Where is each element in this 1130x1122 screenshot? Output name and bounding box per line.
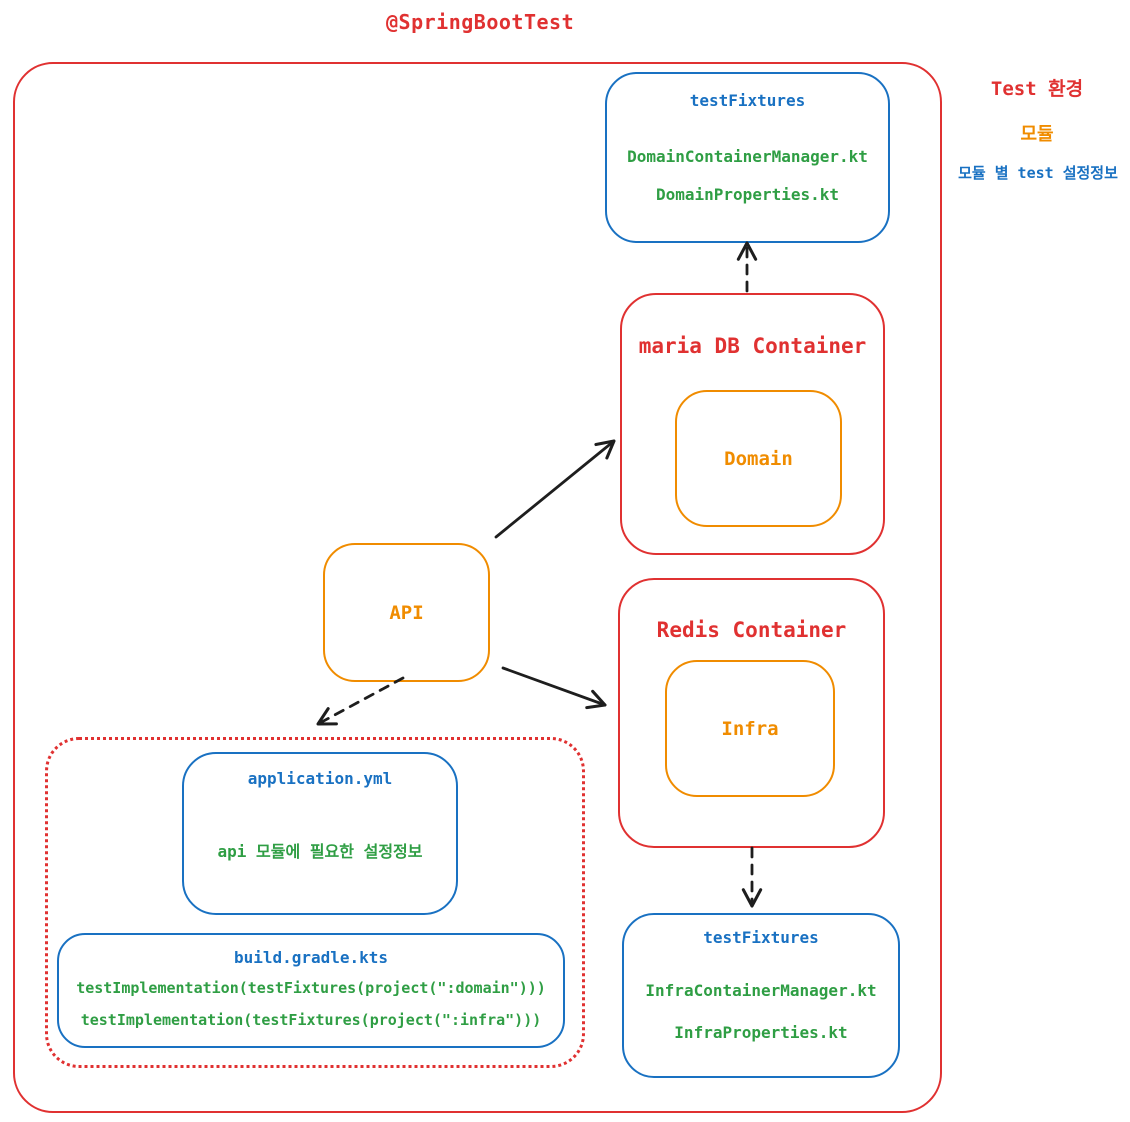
test-env-container xyxy=(13,62,942,1113)
domain-container-manager-file: DomainContainerManager.kt xyxy=(627,147,868,166)
redis-container-title: Redis Container xyxy=(656,618,847,642)
api-module-label: API xyxy=(389,601,424,624)
api-module-box: API xyxy=(323,543,490,682)
infra-testfixtures-box: testFixtures InfraContainerManager.kt In… xyxy=(622,913,900,1078)
infra-module-label: Infra xyxy=(721,717,779,740)
legend-test-config: 모듈 별 test 설정정보 xyxy=(958,164,1118,182)
application-yml-box: application.yml api 모듈에 필요한 설정정보 xyxy=(182,752,458,915)
application-yml-title: application.yml xyxy=(247,769,393,788)
redis-container-box: Redis Container Infra xyxy=(618,578,885,848)
legend-module: 모듈 xyxy=(1020,124,1054,145)
maria-db-container-box: maria DB Container Domain xyxy=(620,293,885,555)
diagram-title: @SpringBootTest xyxy=(386,10,575,34)
legend-test-env: Test 환경 xyxy=(990,78,1084,100)
domain-testfixtures-box: testFixtures DomainContainerManager.kt D… xyxy=(605,72,890,243)
domain-testfixtures-title: testFixtures xyxy=(689,91,806,110)
infra-module-box: Infra xyxy=(665,660,835,797)
gradle-dependency-domain: testImplementation(testFixtures(project(… xyxy=(76,979,546,997)
domain-properties-file: DomainProperties.kt xyxy=(655,185,840,204)
domain-module-box: Domain xyxy=(675,390,842,527)
api-config-group xyxy=(45,737,585,1068)
application-yml-desc: api 모듈에 필요한 설정정보 xyxy=(217,842,423,861)
infra-properties-file: InfraProperties.kt xyxy=(674,1023,848,1042)
infra-container-manager-file: InfraContainerManager.kt xyxy=(645,981,877,1000)
build-gradle-box: build.gradle.kts testImplementation(test… xyxy=(57,933,565,1048)
infra-testfixtures-title: testFixtures xyxy=(703,928,819,947)
domain-module-label: Domain xyxy=(724,447,793,470)
gradle-dependency-infra: testImplementation(testFixtures(project(… xyxy=(80,1011,542,1029)
build-gradle-title: build.gradle.kts xyxy=(233,948,389,967)
maria-db-container-title: maria DB Container xyxy=(638,334,867,358)
